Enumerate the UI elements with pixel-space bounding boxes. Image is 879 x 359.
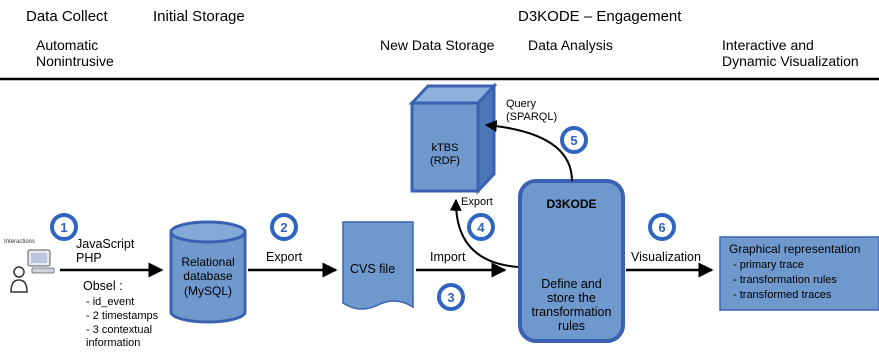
- svg-text:6: 6: [658, 220, 665, 235]
- graphical-item-transformed-traces: - transformed traces: [733, 289, 832, 301]
- csv-file-document: [342, 221, 414, 310]
- d3kode-title: D3KODE: [546, 197, 597, 211]
- obsel-item-contextual: - 3 contextual information: [86, 324, 153, 350]
- phase-data-collect: Data Collect: [26, 8, 108, 25]
- step-badge-1: 1: [50, 213, 78, 241]
- export-db-label: Export: [266, 250, 303, 264]
- graphical-item-primary-trace: - primary trace: [733, 259, 804, 271]
- export-ktbs-arrow: [449, 198, 519, 268]
- step-badge-2: 2: [270, 213, 298, 241]
- csv-file-label: CVS file: [350, 262, 396, 276]
- subphase-data-analysis: Data Analysis: [528, 37, 613, 53]
- obsel-item-timestamps: - 2 timestamps: [86, 310, 159, 322]
- step-badge-4: 4: [467, 213, 495, 241]
- step-badge-6: 6: [648, 213, 676, 241]
- svg-text:1: 1: [60, 220, 67, 235]
- user-computer-icon: [10, 249, 55, 293]
- subphase-visualization: Interactive and Dynamic Visualization: [722, 37, 859, 70]
- graphical-representation-box: [719, 236, 879, 311]
- obsel-title: Obsel :: [83, 279, 123, 293]
- step-badge-3: 3: [437, 283, 465, 311]
- svg-text:5: 5: [570, 133, 577, 148]
- subphase-automatic: Automatic Nonintrusive: [36, 37, 114, 70]
- svg-text:3: 3: [447, 290, 454, 305]
- user-icon-caption: Interactions: [4, 239, 36, 245]
- d3kode-body: Define and store the transformation rule…: [531, 277, 612, 333]
- database-label: Relational database (MySQL): [181, 255, 235, 298]
- phase-initial-storage: Initial Storage: [153, 8, 245, 25]
- step-badge-5: 5: [560, 126, 588, 154]
- ktbs-label: kTBS (RDF): [430, 142, 460, 168]
- graphical-item-transformation-rules: - transformation rules: [733, 274, 837, 286]
- obsel-item-id-event: - id_event: [86, 296, 135, 308]
- relational-database-cylinder: [169, 220, 247, 324]
- phase-engagement: D3KODE – Engagement: [518, 8, 682, 25]
- svg-text:2: 2: [280, 220, 287, 235]
- query-label: Query (SPARQL): [506, 98, 558, 124]
- import-label: Import: [430, 250, 466, 264]
- graphical-title: Graphical representation: [729, 242, 861, 256]
- export-ktbs-label: Export: [461, 196, 493, 208]
- ktbs-cube: [408, 82, 498, 195]
- visualization-label: Visualization: [631, 250, 701, 264]
- subphase-new-data-storage: New Data Storage: [380, 37, 495, 53]
- query-arrow: [484, 120, 573, 182]
- svg-text:4: 4: [477, 220, 485, 235]
- collect-method-label: JavaScript PHP: [76, 237, 135, 266]
